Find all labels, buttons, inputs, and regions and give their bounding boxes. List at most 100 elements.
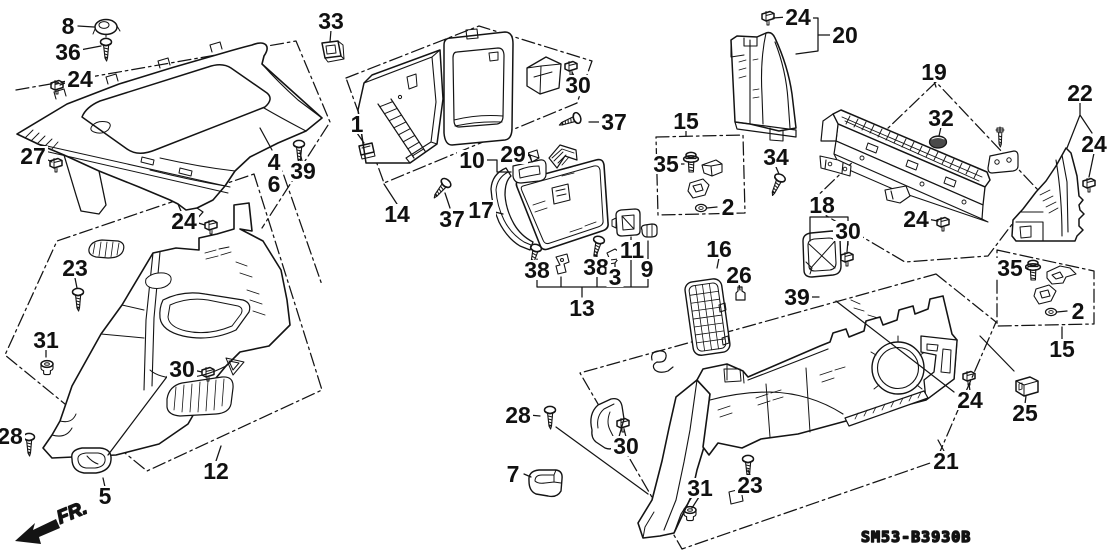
right-quarter-trim-panel-path-187 (920, 335, 958, 401)
callout-mask-17-19 (466, 200, 496, 220)
rear-panel-sill-19-path-153 (819, 155, 852, 177)
callout-mask-6-6 (265, 174, 283, 194)
callout-33-4: 33 (318, 8, 344, 34)
leader-lines-path-284 (555, 426, 649, 495)
callout-12-50: 12 (203, 458, 229, 484)
callout-2-15: 2 (722, 194, 735, 220)
callout-mask-7-52 (504, 464, 522, 484)
callout-mask-39-7 (288, 161, 318, 181)
leader-lines-path-238 (329, 29, 332, 43)
side-lid-group-path-117 (611, 214, 635, 231)
callout-39-7: 39 (290, 158, 316, 184)
pillar-garnish-22-path-171 (1055, 154, 1069, 237)
callout-mask-2-15 (719, 197, 737, 217)
callout-mask-24-2 (65, 69, 95, 89)
clip-24-icon-tr (761, 10, 775, 26)
pillar-trim-20-path-135 (730, 36, 758, 125)
bracket-30-top (526, 56, 578, 95)
leader-lines-path-288 (691, 496, 700, 509)
left-trim-small-parts-path-68 (92, 241, 120, 258)
leader-lines-path-285 (523, 473, 532, 478)
callout-mask-19-28 (919, 62, 949, 82)
leader-lines-path-259 (1066, 101, 1093, 149)
side-lid-group-path-115 (551, 148, 575, 166)
callout-14-9: 14 (384, 201, 410, 227)
fr-direction-arrow-path-230 (15, 519, 60, 544)
callout-13-25: 13 (569, 295, 595, 321)
callout-mask-16-35 (704, 239, 734, 259)
callout-38-20: 38 (524, 257, 550, 283)
group-box-shelf-extra (275, 152, 323, 286)
rear-shelf-assembly-path-38 (63, 154, 107, 215)
callout-6-6: 6 (268, 171, 281, 197)
bracket-25-icon-path-215 (1015, 380, 1039, 397)
leader-lines-path-249 (775, 166, 780, 175)
clip-24-icon-m (936, 216, 950, 232)
side-lid-group-path-109 (551, 183, 571, 205)
clip-set-15-left-ellipse-131 (694, 203, 708, 213)
callout-5-49: 5 (99, 483, 112, 509)
callout-37-10: 37 (439, 206, 465, 232)
access-lid-18-path-227 (805, 261, 813, 275)
clip-set-15-right-ellipse-221 (1044, 307, 1058, 317)
rear-shelf-assembly-path-35 (149, 157, 236, 187)
clip-set-15-left (682, 151, 723, 213)
callout-mask-29-18 (498, 144, 528, 164)
left-quarter-trim-panel-path-61 (145, 272, 172, 289)
right-quarter-trim-panel-path-181 (709, 348, 844, 415)
callout-mask-35-38 (995, 258, 1025, 278)
pillar-trim-20-path-137 (734, 121, 797, 138)
callout-mask-28-48 (0, 426, 25, 446)
callout-7-52: 7 (507, 461, 520, 487)
leader-lines-path-287 (747, 469, 751, 476)
pillar-trim-20-path-136 (760, 32, 791, 129)
grommet-8-icon-ellipse-44 (98, 21, 110, 29)
right-quarter-trim-panel-path-180 (696, 295, 958, 456)
right-quarter-trim-panel-circle-185 (876, 346, 920, 390)
leader-lines-path-275 (74, 277, 78, 289)
pillar-trim-20-path-139 (738, 58, 760, 99)
callout-mask-25-42 (1010, 403, 1040, 423)
leader-lines-path-235 (79, 45, 102, 51)
callout-mask-24-31 (1079, 134, 1108, 154)
clip-33-icon-path-51 (325, 44, 337, 55)
side-tray-panel-path-84 (406, 73, 418, 90)
rear-panel-sill-19-circle-158 (994, 159, 1000, 165)
callout-mask-8-0 (59, 16, 77, 36)
rear-panel-sill-19-path-157 (987, 150, 1019, 174)
callout-mask-26-36 (724, 265, 754, 285)
callout-mask-20-27 (830, 25, 860, 45)
rear-shelf-assembly-path-31 (81, 64, 271, 154)
callout-34-16: 34 (763, 144, 789, 170)
screws-37-g-102-use-103 (556, 110, 584, 131)
leader-lines-path-260 (1088, 152, 1095, 178)
diagram-code: SM53-B3930B (861, 528, 971, 546)
callout-31-45: 31 (33, 327, 59, 353)
clip-set-15-right (1024, 259, 1077, 317)
callout-24-34: 24 (903, 206, 929, 232)
screw-28-icon-m-use-209 (543, 405, 557, 430)
rear-panel-sill-19-path-165 (931, 137, 945, 140)
right-quarter-trim-panel-path-177 (637, 379, 711, 539)
left-trim-small-parts (22, 219, 234, 474)
leader-lines-path-286 (623, 428, 627, 438)
leader-lines-path-243 (444, 192, 451, 209)
clip-set-15-left-path-130 (687, 178, 710, 199)
callout-mask-5-49 (96, 486, 114, 506)
callout-mask-24-41 (955, 390, 985, 410)
leader-lines-path-262 (846, 239, 849, 253)
callout-8-0: 8 (62, 13, 75, 39)
leader-lines-path-282 (107, 369, 173, 456)
callout-24-26: 24 (785, 4, 811, 30)
rear-panel-sill-19-path-147 (820, 113, 839, 142)
leader-lines-path-242 (383, 183, 398, 205)
right-quarter-trim-panel-path-183 (765, 367, 811, 438)
pillar-trim-20 (730, 10, 797, 142)
group-box-clip-set-right (996, 249, 1095, 327)
callout-19-28: 19 (921, 59, 947, 85)
clip-33-icon (321, 40, 345, 63)
clip-24-icon-r2 (1082, 177, 1096, 193)
center-frame-panel-path-87 (443, 31, 514, 146)
callout-38-21: 38 (583, 254, 609, 280)
